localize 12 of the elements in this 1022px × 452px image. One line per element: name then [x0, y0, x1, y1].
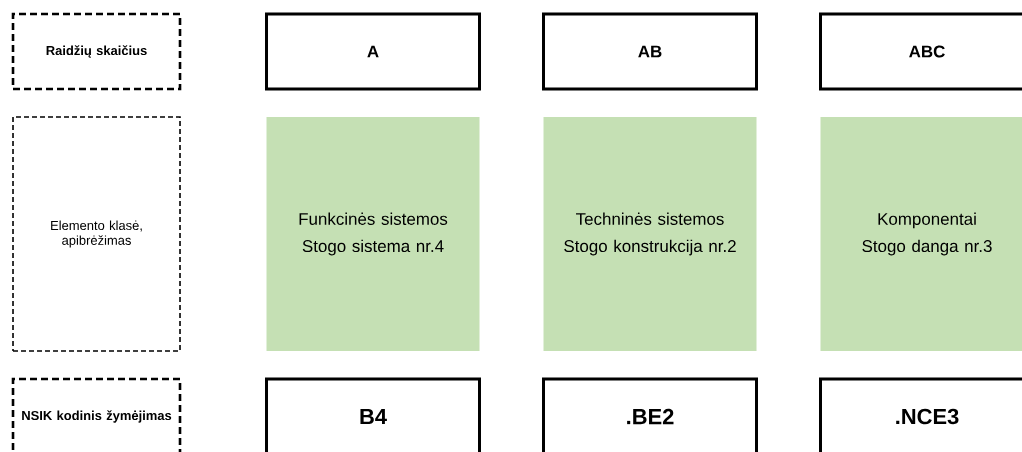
code-box: ABC — [819, 12, 1022, 91]
row-header-box: Elemento klasė, apibrėžimas — [12, 116, 181, 352]
code-box: B4 — [265, 377, 481, 452]
code-box: .BE2 — [542, 377, 758, 452]
code-box: .NCE3 — [819, 377, 1022, 452]
code-box: AB — [542, 12, 758, 91]
row-header-box: NSIK kodinis žymėjimas — [11, 377, 182, 452]
row-header-box: Raidžių skaičius — [11, 12, 182, 91]
class-box: Funkcinės sistemos Stogo sistema nr.4 — [266, 117, 480, 351]
class-box: Techninės sistemos Stogo konstrukcija nr.2 — [543, 117, 757, 351]
class-box: Komponentai Stogo danga nr.3 — [820, 117, 1022, 351]
code-box: A — [265, 12, 481, 91]
